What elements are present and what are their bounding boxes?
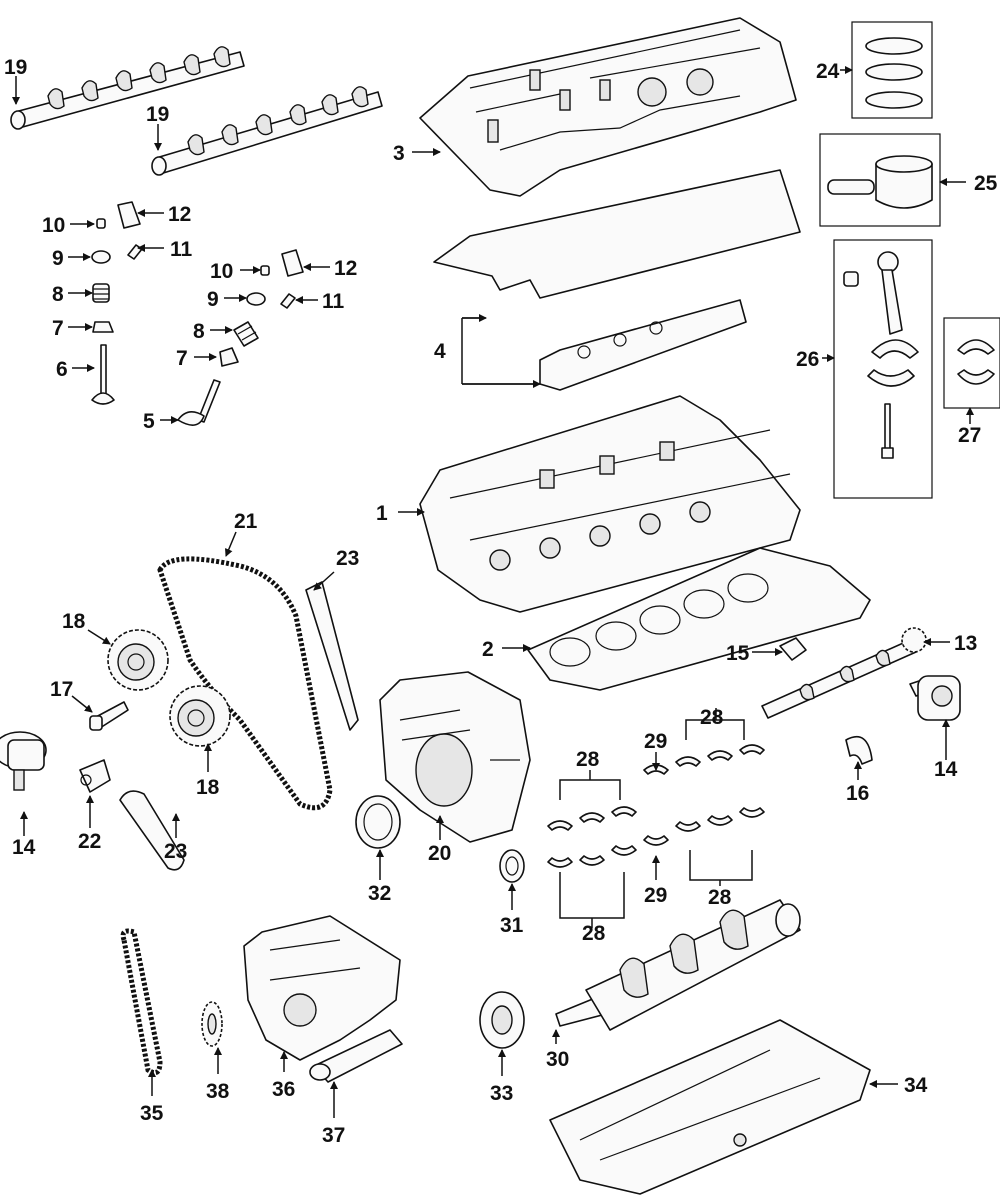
crankshaft-part bbox=[555, 899, 801, 1031]
label-35: 35 bbox=[140, 1102, 164, 1125]
oil-pan-part bbox=[549, 1019, 871, 1195]
crank-pulley-part bbox=[479, 991, 525, 1049]
label-1: 1 bbox=[376, 502, 388, 525]
label-13: 13 bbox=[954, 632, 977, 655]
timing-chain-part bbox=[157, 556, 333, 811]
label-24: 24 bbox=[816, 60, 840, 83]
piston-rings-part bbox=[865, 37, 923, 109]
label-23-lower: 23 bbox=[164, 840, 187, 863]
thrust-bearing-part bbox=[845, 735, 873, 765]
timing-cover-part bbox=[379, 671, 531, 843]
label-20: 20 bbox=[428, 842, 451, 865]
label-21: 21 bbox=[234, 510, 258, 533]
front-seal-large-part bbox=[355, 795, 401, 849]
label-8-right: 8 bbox=[193, 320, 205, 343]
label-4: 4 bbox=[434, 340, 446, 363]
label-29-upper: 29 bbox=[644, 730, 667, 753]
label-19-left: 19 bbox=[4, 56, 27, 79]
label-2: 2 bbox=[482, 638, 494, 661]
oil-pump-part bbox=[243, 915, 401, 1061]
conn-rod-box bbox=[833, 239, 933, 499]
label-3: 3 bbox=[393, 142, 405, 165]
label-31: 31 bbox=[500, 914, 524, 937]
piston-part bbox=[827, 155, 933, 209]
label-33: 33 bbox=[490, 1082, 513, 1105]
label-19-right: 19 bbox=[146, 103, 169, 126]
label-11-left: 11 bbox=[170, 238, 193, 261]
label-9-right: 9 bbox=[207, 288, 219, 311]
conn-bearing-box bbox=[943, 317, 1000, 409]
tensioner-bolt-part bbox=[89, 701, 129, 731]
conn-rod-bearings-part bbox=[957, 339, 995, 385]
label-27: 27 bbox=[958, 424, 981, 447]
callout-arrows bbox=[12, 66, 974, 1118]
valve-cover-gasket-part bbox=[433, 169, 801, 391]
label-17: 17 bbox=[50, 678, 73, 701]
camshaft-upper-part bbox=[10, 46, 245, 130]
label-18-upper: 18 bbox=[62, 610, 86, 633]
solenoid-left-part bbox=[0, 731, 47, 791]
label-28-lower-left: 28 bbox=[582, 922, 606, 945]
cylinder-head-part bbox=[419, 395, 801, 613]
label-29-lower: 29 bbox=[644, 884, 667, 907]
label-32: 32 bbox=[368, 882, 391, 905]
label-9-left: 9 bbox=[52, 247, 64, 270]
label-12-left: 12 bbox=[168, 203, 191, 226]
oil-pump-chain-part bbox=[120, 928, 163, 1076]
exhaust-camshaft-part bbox=[761, 627, 927, 719]
valve-cover-part bbox=[419, 17, 797, 197]
chain-tensioner-part bbox=[79, 759, 111, 793]
label-37: 37 bbox=[322, 1124, 345, 1147]
oil-pump-sprocket-part bbox=[201, 1001, 223, 1047]
label-14-right: 14 bbox=[934, 758, 958, 781]
label-36: 36 bbox=[272, 1078, 295, 1101]
oil-pickup-part bbox=[309, 1029, 403, 1083]
label-10-right: 10 bbox=[210, 260, 233, 283]
label-25: 25 bbox=[974, 172, 998, 195]
label-8-left: 8 bbox=[52, 283, 64, 306]
label-16: 16 bbox=[846, 782, 869, 805]
sprocket-upper-part bbox=[107, 629, 169, 691]
label-23-upper: 23 bbox=[336, 547, 359, 570]
label-15: 15 bbox=[726, 642, 750, 665]
label-38: 38 bbox=[206, 1080, 230, 1103]
label-22: 22 bbox=[78, 830, 101, 853]
label-12-right: 12 bbox=[334, 257, 357, 280]
bearing-leader-lines bbox=[559, 708, 753, 928]
label-28-upper-right: 28 bbox=[700, 706, 724, 729]
front-seal-small-part bbox=[499, 849, 525, 883]
label-6: 6 bbox=[56, 358, 68, 381]
chain-tensioner-rail-part bbox=[119, 790, 185, 871]
valve-train-parts-left bbox=[91, 201, 304, 426]
solenoid-right-part bbox=[909, 675, 961, 721]
label-18-lower: 18 bbox=[196, 776, 220, 799]
head-gasket-part bbox=[527, 547, 871, 691]
main-bearings-part bbox=[547, 744, 765, 868]
label-30: 30 bbox=[546, 1048, 569, 1071]
label-7-left: 7 bbox=[52, 317, 64, 340]
sprocket-lower-part bbox=[169, 685, 231, 747]
label-26: 26 bbox=[796, 348, 819, 371]
callout-labels: 19 19 3 4 1 2 5 6 7 7 8 8 9 9 10 10 11 1… bbox=[4, 56, 998, 1147]
connecting-rod-part bbox=[843, 251, 919, 459]
label-10-left: 10 bbox=[42, 214, 65, 237]
label-11-right: 11 bbox=[322, 290, 345, 313]
camshaft-lower-part bbox=[151, 86, 383, 176]
label-7-right: 7 bbox=[176, 347, 188, 370]
label-14-left: 14 bbox=[12, 836, 36, 859]
sensor-clip-part bbox=[779, 637, 807, 661]
label-34: 34 bbox=[904, 1074, 928, 1097]
label-28-lower-right: 28 bbox=[708, 886, 732, 909]
label-28-upper-left: 28 bbox=[576, 748, 600, 771]
label-5: 5 bbox=[143, 410, 155, 433]
